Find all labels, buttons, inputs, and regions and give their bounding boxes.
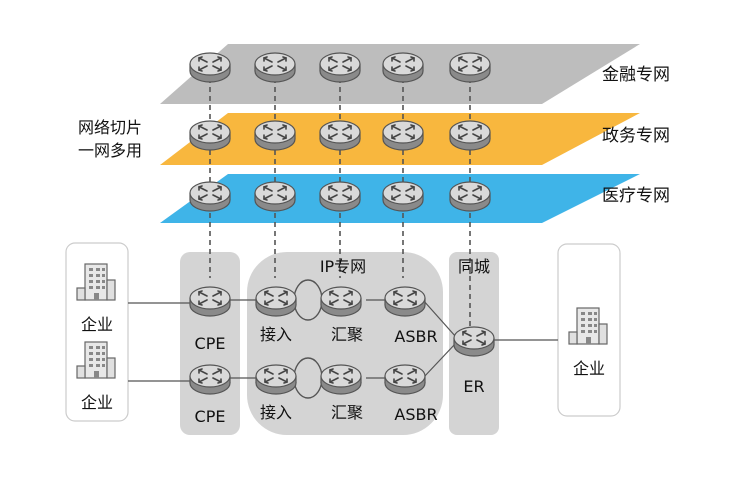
router-icon xyxy=(320,286,362,317)
asbr-bottom-label: ASBR xyxy=(394,405,437,424)
enterprise-left-top-label: 企业 xyxy=(81,315,113,334)
router-icon xyxy=(254,181,296,212)
router-icon xyxy=(254,120,296,151)
router-icon xyxy=(382,52,424,83)
layer-medical-label: 医疗专网 xyxy=(602,186,670,206)
router-icon xyxy=(319,120,361,151)
router-icon xyxy=(449,120,491,151)
layer-government-label: 政务专网 xyxy=(602,126,670,146)
asbr-top-label: ASBR xyxy=(394,327,437,346)
router-icon xyxy=(453,326,495,357)
layer-finance-label: 金融专网 xyxy=(602,65,670,85)
aggregation-top-label: 汇聚 xyxy=(331,325,363,344)
router-icon xyxy=(189,181,231,212)
metro-label: 同城 xyxy=(458,257,490,276)
slicing-label-line1: 网络切片 xyxy=(78,118,142,137)
router-icon xyxy=(189,286,231,317)
aggregation-bottom-label: 汇聚 xyxy=(331,403,363,422)
cpe-bottom-label: CPE xyxy=(195,407,226,426)
router-icon xyxy=(384,286,426,317)
router-icon xyxy=(319,181,361,212)
enterprise-right-label: 企业 xyxy=(573,359,605,378)
access-top-label: 接入 xyxy=(260,325,292,344)
router-icon xyxy=(189,120,231,151)
router-icon xyxy=(320,364,362,395)
router-icon xyxy=(189,52,231,83)
router-icon xyxy=(382,181,424,212)
router-icon xyxy=(254,52,296,83)
slicing-label-line2: 一网多用 xyxy=(78,141,142,160)
access-bottom-label: 接入 xyxy=(260,403,292,422)
router-icon xyxy=(384,364,426,395)
horizontal-links xyxy=(128,299,558,382)
router-icon xyxy=(189,364,231,395)
router-icon xyxy=(449,181,491,212)
cpe-top-label: CPE xyxy=(195,334,226,353)
ip-network-label: IP专网 xyxy=(320,257,366,276)
router-icon xyxy=(255,364,297,395)
enterprise-left-bottom-label: 企业 xyxy=(81,393,113,412)
router-icon xyxy=(382,120,424,151)
router-icon xyxy=(255,286,297,317)
router-icon xyxy=(319,52,361,83)
router-icon xyxy=(449,52,491,83)
er-label: ER xyxy=(463,377,484,396)
